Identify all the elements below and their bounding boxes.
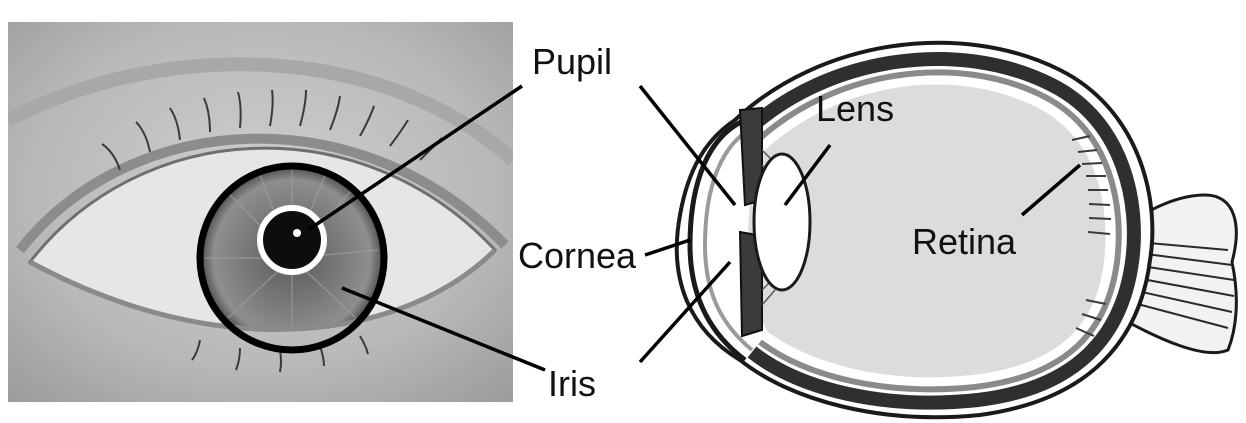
lens-label: Lens <box>816 88 894 129</box>
pupil-highlight <box>293 229 301 237</box>
retina-label: Retina <box>912 221 1017 262</box>
eye-photograph <box>8 22 513 402</box>
lens-shape <box>754 154 810 290</box>
pupil-label: Pupil <box>532 41 612 82</box>
iris-label: Iris <box>548 363 596 404</box>
cornea-label: Cornea <box>518 235 637 276</box>
